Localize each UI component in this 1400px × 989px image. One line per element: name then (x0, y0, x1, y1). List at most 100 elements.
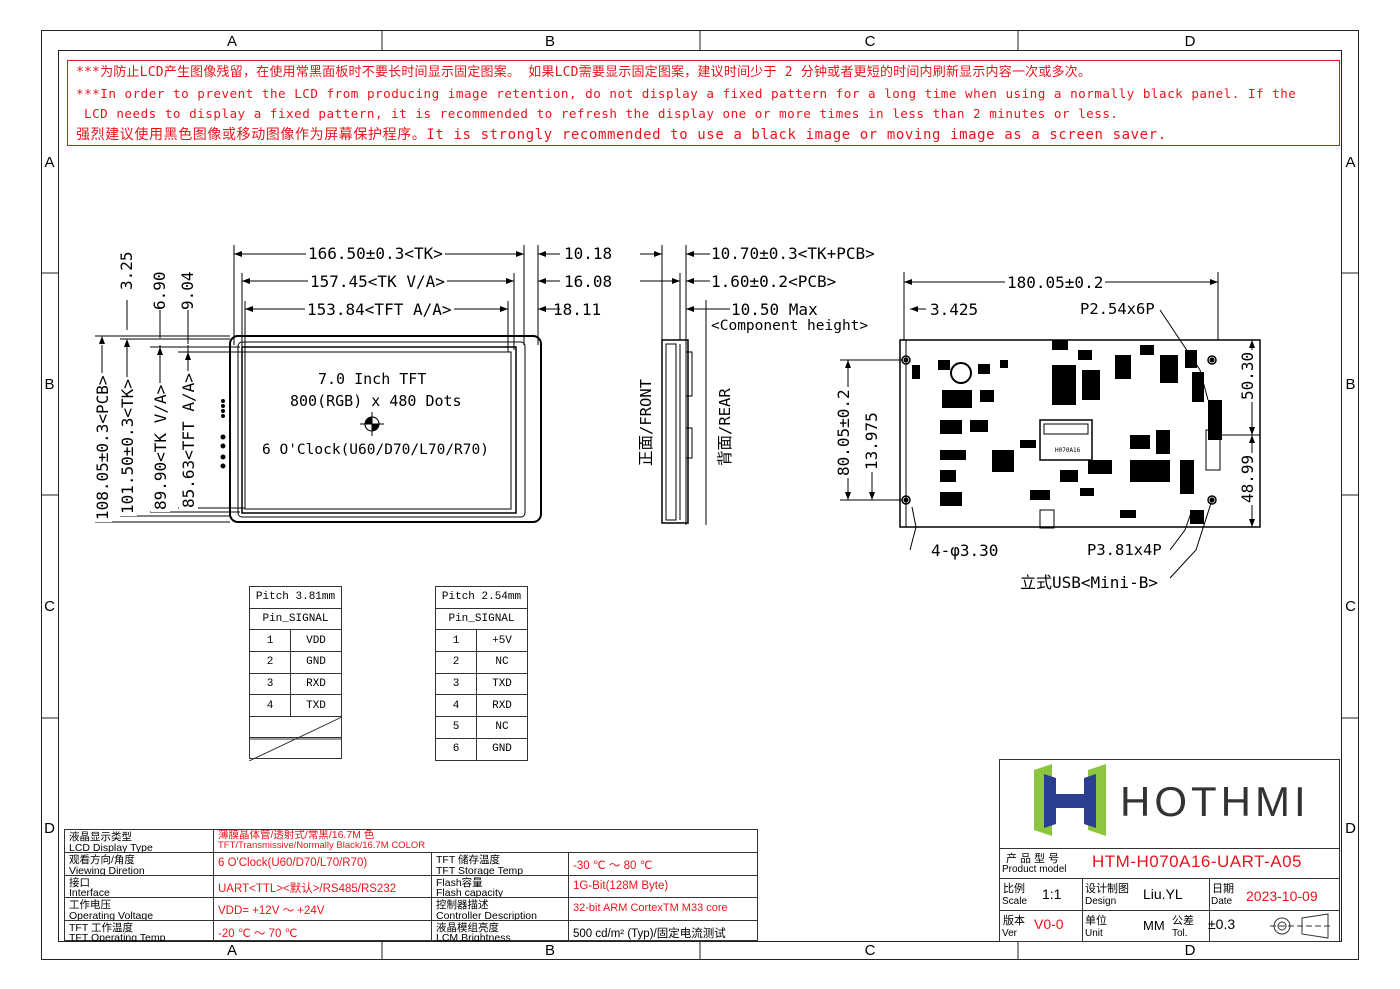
pin-number: 2 (435, 651, 477, 674)
spec-label-en: Operating Voltage (69, 909, 154, 920)
projection-symbol-icon (1270, 913, 1332, 939)
pin-signal: NC (476, 716, 528, 739)
pin-signal: GND (290, 651, 342, 674)
zone-row-right-b: B (1345, 376, 1356, 393)
pin-number: 2 (249, 651, 291, 674)
pin-table-2-signal-header: Pin_SIGNAL (435, 607, 528, 631)
pin-number: 5 (435, 716, 477, 739)
rear-connector-1: P2.54x6P (1080, 300, 1155, 318)
unit-value: MM (1143, 918, 1165, 933)
spec-label-cn: 工作电压 (69, 899, 111, 912)
spec-label-cn: 控制器描述 (436, 899, 489, 912)
spec-value: -20 ℃ ～ 70 ℃ (213, 920, 431, 942)
rear-dim-right-1: 50.30 (1238, 349, 1257, 402)
spec-value: 薄膜晶体管/透射式/常黑/16.7M 色 (218, 830, 375, 841)
zone-col-top-d: D (1184, 33, 1196, 50)
date-label-en: Date (1211, 896, 1233, 907)
pin-signal: RXD (476, 694, 528, 718)
spec-label-cn: 观看方向/角度 (69, 854, 135, 867)
front-dim-v2: 6.90 (150, 271, 169, 310)
rear-mounting-holes: 4-φ3.30 (931, 541, 999, 560)
spec-label-en: LCD Display Type (69, 841, 153, 853)
tolerance-value: ±0.3 (1208, 916, 1236, 932)
pin-signal: TXD (476, 672, 528, 696)
spec-label-cn: TFT 工作温度 (69, 921, 133, 934)
version-label-en: Ver (1002, 928, 1018, 939)
rear-dim-offset: 3.425 (930, 300, 979, 319)
zone-row-right-a: A (1345, 154, 1356, 171)
spec-value: 32-bit ARM CortexTM M33 core (568, 898, 759, 920)
rear-side-label: 背面/REAR (716, 388, 734, 466)
warning-line-2: ***In order to prevent the LCD from prod… (76, 85, 1297, 101)
spec-value: 6 O'Clock(U60/D70/L70/R70) (213, 853, 431, 875)
rear-dim-height: 80.05±0.2 (834, 387, 853, 478)
front-dim-tft-aa-h: 85.63<TFT A/A> (179, 371, 198, 510)
designer-name: Liu.YL (1143, 886, 1183, 902)
model-label-cn: 产 品 型 号 (1006, 853, 1060, 865)
warning-line-4: 强烈建议使用黑色图像或移动图像作为屏幕保护程序。It is strongly r… (76, 126, 1167, 143)
zone-col-bot-b: B (544, 942, 555, 959)
pin-number: 3 (435, 672, 477, 696)
pin-table-1-pitch: Pitch 3.81mm (249, 586, 342, 609)
front-dim-tk: 166.50±0.3<TK> (306, 244, 445, 263)
front-dim-tk-va-h: 89.90<TK V/A> (151, 382, 170, 512)
model-label-en: Product model (1002, 864, 1067, 875)
pin-signal: GND (476, 737, 528, 761)
design-label-cn: 设计制图 (1085, 883, 1129, 895)
screen-resolution-label: 800(RGB) x 480 Dots (290, 392, 462, 410)
spec-value: VDD= +12V ～ +24V (213, 898, 431, 920)
rear-dim-height-2: 13.975 (862, 410, 881, 472)
side-dim-max: 10.50 Max (731, 300, 818, 319)
spec-label-cn: 液晶显示类型 (69, 831, 132, 843)
rear-usb-label: 立式USB<Mini-B> (1020, 573, 1158, 592)
front-dim-v3: 9.04 (178, 271, 197, 310)
spec-value: 1G-Bit(128M Byte) (568, 875, 759, 898)
brand-name: HOTHMI (1120, 778, 1310, 825)
front-dim-v1: 3.25 (117, 251, 136, 290)
front-dim-r2: 16.08 (564, 272, 613, 291)
front-dim-tk-va: 157.45<TK V/A> (308, 272, 447, 291)
zone-row-left-a: A (44, 154, 55, 171)
zone-col-bot-a: A (226, 942, 237, 959)
zone-col-top-c: C (864, 33, 876, 50)
tolerance-label-en: Tol. (1172, 928, 1188, 939)
pin-table-1-signal-header: Pin_SIGNAL (249, 607, 342, 631)
zone-row-right-c: C (1345, 598, 1356, 615)
spec-value: -30 ℃ ～ 80 ℃ (568, 853, 759, 875)
warning-line-1: ***为防止LCD产生图像残留，在使用常黑面板时不要长时间显示固定图案。 如果L… (76, 65, 1092, 80)
pin-number: 4 (249, 694, 291, 718)
spec-value: UART<TTL><默认>/RS485/RS232 (213, 875, 431, 898)
hothmi-logo-icon (1034, 764, 1106, 836)
pin-signal: TXD (290, 694, 342, 718)
spec-value-en: TFT/Transmissive/Normally Black/16.7M CO… (218, 839, 426, 851)
zone-row-left-c: C (44, 598, 55, 615)
pin-number: 1 (435, 629, 477, 653)
date-value: 2023-10-09 (1246, 888, 1318, 904)
pin-number: 4 (435, 694, 477, 718)
pin-table-1-unused-cross (249, 717, 342, 761)
unit-label-cn: 单位 (1085, 915, 1107, 927)
design-label-en: Design (1085, 896, 1117, 907)
rear-chip-label: H070A16 (1055, 447, 1081, 454)
rear-view-drawing (840, 272, 1261, 579)
warning-line-3: LCD needs to display a fixed pattern, it… (84, 106, 1119, 121)
model-number: HTM-H070A16-UART-A05 (1092, 852, 1302, 871)
spec-label-en: Interface (69, 887, 110, 898)
warning-notice: ***为防止LCD产生图像残留，在使用常黑面板时不要长时间显示固定图案。 如果L… (67, 60, 1340, 146)
spec-label-cn: 接口 (69, 876, 90, 889)
screen-viewing-label: 6 O'Clock(U60/D70/L70/R70) (262, 442, 489, 458)
side-dim-pcb: 1.60±0.2<PCB> (711, 272, 837, 291)
spec-label-en: Flash capacity (436, 887, 504, 898)
rear-dim-width: 180.05±0.2 (1005, 273, 1106, 292)
pin-number: 1 (249, 629, 291, 653)
unit-label-en: Unit (1085, 928, 1103, 939)
